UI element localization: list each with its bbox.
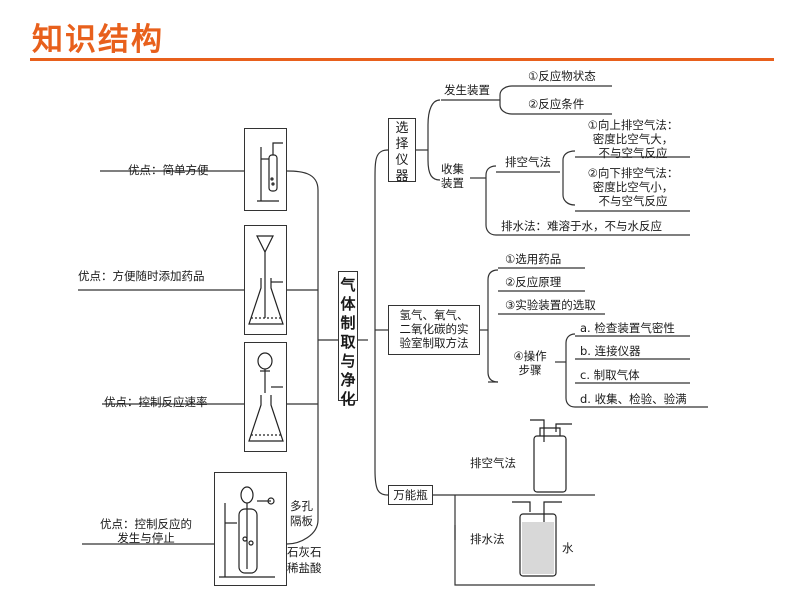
left-item-control-rate: 优点：控制反应速率 bbox=[104, 395, 208, 409]
left-item-simple: 优点：简单方便 bbox=[128, 163, 209, 177]
left-item-start-stop: 优点：控制反应的 发生与停止 bbox=[84, 517, 208, 545]
step-c: c. 制取气体 bbox=[580, 368, 640, 382]
step-d: d. 收集、检验、验满 bbox=[580, 392, 687, 406]
steps-label-line1: ④操作 bbox=[513, 349, 547, 363]
apparatus-test-tube bbox=[244, 128, 287, 211]
branch-preparation-line1: 氢气、氧气、 bbox=[399, 308, 469, 322]
downward-air-line2: 密度比空气小， bbox=[592, 180, 674, 194]
branch-preparation-line3: 验室制取方法 bbox=[399, 336, 469, 350]
apparatus-long-funnel bbox=[244, 225, 287, 335]
upward-air-line3: 不与空气反应 bbox=[598, 146, 668, 160]
collector-label: 收集装置 bbox=[441, 162, 464, 190]
separatory-funnel-flask-icon bbox=[248, 352, 284, 442]
generator-item-2: ②反应条件 bbox=[528, 97, 585, 111]
steps-label-line2: 步骤 bbox=[518, 363, 542, 377]
label-porous: 多孔 bbox=[290, 499, 313, 513]
apparatus-separatory-funnel bbox=[244, 342, 287, 452]
water-note: 水 bbox=[562, 541, 574, 555]
title-underline bbox=[30, 58, 774, 61]
bottle-air-icon bbox=[530, 419, 572, 493]
bottle-water-icon bbox=[512, 501, 562, 577]
upward-air-line1: ①向上排空气法： bbox=[587, 118, 679, 132]
branch-universal-bottle: 万能瓶 bbox=[388, 485, 433, 505]
label-acid: 稀盐酸 bbox=[287, 561, 322, 575]
left-item-start-stop-line2: 发生与停止 bbox=[117, 531, 175, 545]
prep-item-reagents: ①选用药品 bbox=[505, 252, 562, 266]
prep-item-principle: ②反应原理 bbox=[505, 275, 562, 289]
left-item-add-reagents: 优点：方便随时添加药品 bbox=[78, 269, 205, 283]
step-b: b. 连接仪器 bbox=[580, 344, 641, 358]
label-partition: 隔板 bbox=[290, 514, 313, 528]
downward-air-method: ②向下排空气法： 密度比空气小， 不与空气反应 bbox=[578, 166, 688, 208]
prep-item-apparatus: ③实验装置的选取 bbox=[505, 298, 596, 312]
steps-label: ④操作 步骤 bbox=[505, 349, 555, 377]
test-tube-apparatus-icon bbox=[257, 142, 283, 202]
bottle-air-label: 排空气法 bbox=[470, 456, 516, 470]
air-method-label: 排空气法 bbox=[505, 155, 551, 169]
label-limestone: 石灰石 bbox=[287, 545, 322, 559]
center-topic-title: 气体制取与净化 bbox=[340, 276, 356, 408]
branch-preparation-title: 氢气、氧气、 二氧化碳的实 验室制取方法 bbox=[389, 308, 479, 350]
kipp-type-generator-icon bbox=[219, 486, 275, 578]
upward-air-line2: 密度比空气大， bbox=[592, 132, 674, 146]
generator-item-1: ①反应物状态 bbox=[528, 69, 596, 83]
upward-air-method: ①向上排空气法： 密度比空气大， 不与空气反应 bbox=[578, 118, 688, 160]
page-title: 知识结构 bbox=[32, 22, 164, 58]
branch-preparation-line2: 二氧化碳的实 bbox=[399, 322, 469, 336]
bottle-water-label: 排水法 bbox=[470, 532, 505, 546]
downward-air-line3: 不与空气反应 bbox=[598, 194, 668, 208]
center-topic-box: 气体制取与净化 bbox=[338, 271, 358, 408]
branch-universal-bottle-title: 万能瓶 bbox=[393, 488, 428, 502]
apparatus-kipp-type bbox=[214, 472, 287, 586]
downward-air-line1: ②向下排空气法： bbox=[587, 166, 679, 180]
long-funnel-flask-icon bbox=[248, 235, 284, 325]
step-a: a. 检查装置气密性 bbox=[580, 321, 675, 335]
water-method-label: 排水法：难溶于水，不与水反应 bbox=[501, 219, 662, 233]
branch-preparation-methods: 氢气、氧气、 二氧化碳的实 验室制取方法 bbox=[388, 305, 480, 355]
left-item-start-stop-line1: 优点：控制反应的 bbox=[100, 517, 192, 531]
branch-select-instruments: 选择仪器 bbox=[388, 118, 416, 184]
generator-label: 发生装置 bbox=[444, 83, 490, 97]
branch-select-instruments-title: 选择仪器 bbox=[395, 121, 409, 184]
